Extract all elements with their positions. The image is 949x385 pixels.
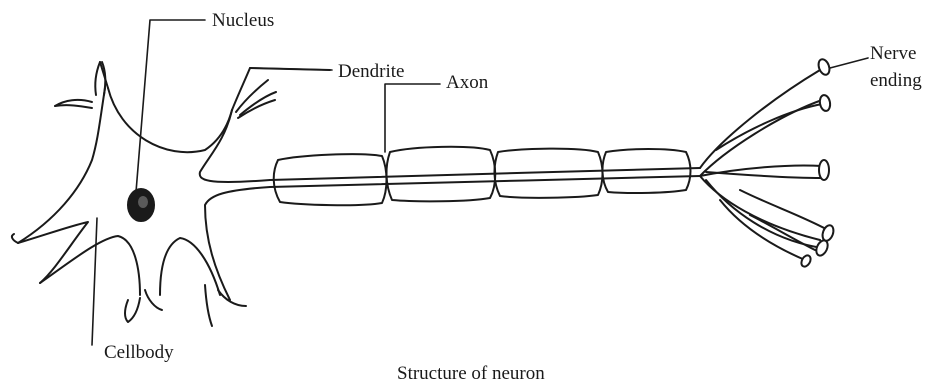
axon-pointer — [385, 84, 440, 152]
axon-label: Axon — [446, 73, 488, 92]
myelin-sheath — [274, 147, 691, 205]
dendrite-pointer — [250, 68, 332, 70]
nerve-ending-label-line1: Nerve — [870, 44, 916, 63]
cellbody-label: Cellbody — [104, 343, 174, 362]
nerve-ending-pointer — [830, 58, 868, 68]
nerve-ending-label-line2: ending — [870, 71, 922, 90]
dendrite-label: Dendrite — [338, 62, 404, 81]
cellbody-pointer — [92, 218, 97, 345]
axon — [270, 168, 700, 187]
axon-terminal — [700, 70, 828, 260]
dendrite-tips — [12, 62, 330, 326]
diagram-caption: Structure of neuron — [397, 364, 545, 383]
nucleus-label: Nucleus — [212, 11, 274, 30]
nucleus — [128, 189, 154, 221]
nucleus-pointer — [136, 20, 205, 192]
